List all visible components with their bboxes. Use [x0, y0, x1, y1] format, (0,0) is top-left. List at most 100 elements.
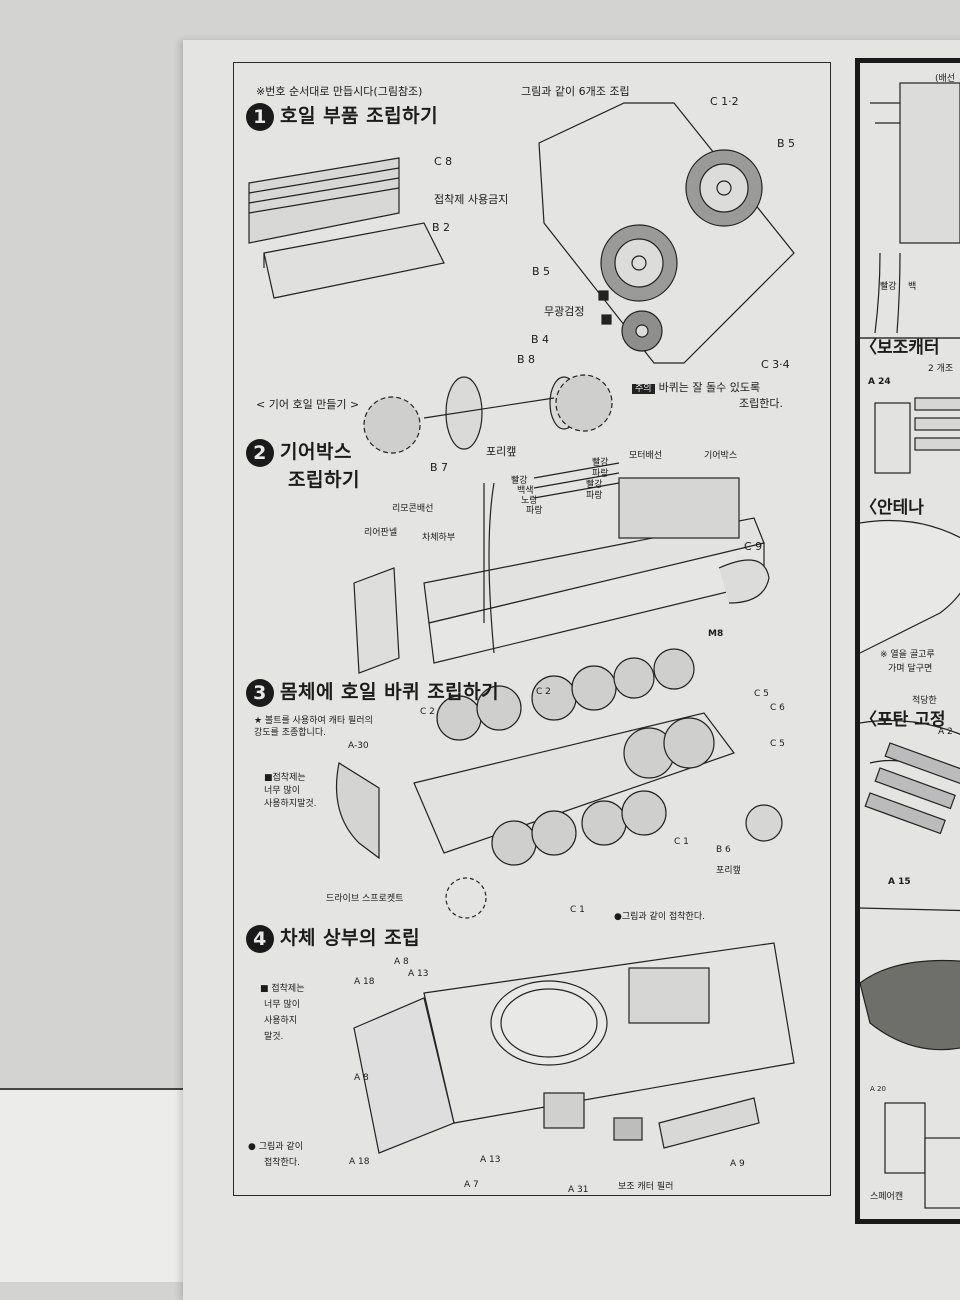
track-assembly-drawing — [336, 648, 783, 919]
wire-yellow: 노랑 — [521, 496, 538, 506]
assembly-steps-panel: ※번호 순서대로 만듭시다(그림참조) 1 호일 부품 조립하기 그림과 같이 6… — [233, 62, 831, 1196]
label-c6: C 6 — [770, 703, 785, 713]
step-2-heading: 2 기어박스 — [246, 437, 352, 467]
glue-note-4-line-2: 너무 많이 — [264, 1000, 300, 1010]
glue-note-4-line-1: ■ 접착제는 — [260, 984, 305, 994]
antenna-note-line-1: ※ 열을 골고루 — [880, 650, 935, 660]
label-motor-wire: 모터배선 — [629, 451, 663, 461]
step-4-title: 차체 상부의 조립 — [280, 927, 421, 949]
label-b5-bottom: B 5 — [532, 265, 551, 278]
step-1-title: 호일 부품 조립하기 — [280, 105, 439, 127]
label-a8-mid: A 8 — [354, 1073, 369, 1083]
glue-note-4-line-4: 말것. — [264, 1032, 284, 1042]
jerrycan-label: 스페어캔 — [870, 1192, 904, 1202]
bogie-drawing — [538, 102, 795, 364]
right-column-panel: (배선 빨강 백 〈보조캐터 2 개조 A 24 〈안테나 ※ 열을 골고루 가… — [855, 58, 960, 1224]
label-a8-top: A 8 — [394, 957, 409, 967]
step-4-heading: 4 차체 상부의 조립 — [246, 923, 420, 953]
label-remote-wire: 리모콘배선 — [392, 504, 434, 514]
label-c2-top: C 2 — [536, 687, 551, 697]
lower-hull-drawing — [353, 462, 770, 674]
label-a20: A 20 — [870, 1085, 886, 1093]
step-3-heading: 3 몸체에 호일 바퀴 조립하기 — [246, 677, 499, 707]
label-c5-top: C 5 — [754, 689, 769, 699]
label-c9: C 9 — [744, 540, 763, 553]
label-b7: B 7 — [430, 461, 449, 474]
label-c3-4: C 3·4 — [761, 358, 790, 371]
label-a31: A 31 — [568, 1185, 589, 1195]
step-1-heading: 1 호일 부품 조립하기 — [246, 101, 438, 131]
c8-part-drawing — [248, 157, 445, 299]
label-b8: B 8 — [517, 353, 536, 366]
label-c1-2: C 1·2 — [710, 95, 739, 108]
label-c1-bottom: C 1 — [570, 905, 585, 915]
label-polycap-3: 포리캪 — [716, 866, 741, 876]
label-a30: A-30 — [348, 741, 369, 751]
attach-note-3: ●그림과 같이 접착한다. — [614, 912, 705, 922]
label-b5-top: B 5 — [777, 137, 796, 150]
wiring-label: (배선 — [935, 74, 956, 84]
build-order-note: ※번호 순서대로 만듭시다(그림참조) — [256, 85, 423, 98]
label-a9: A 9 — [730, 1159, 745, 1169]
diagram-drawings — [248, 102, 795, 1154]
step-3-number: 3 — [246, 678, 274, 707]
label-b4: B 4 — [531, 333, 550, 346]
wire-blue-1: 파랑 — [592, 469, 609, 479]
label-a13-top: A 13 — [408, 969, 429, 979]
glue-note-3-line-2: 너무 많이 — [264, 786, 300, 796]
label-gearbox: 기어박스 — [704, 451, 738, 461]
antenna-note-line-3: 적당한 — [912, 696, 937, 706]
label-a2x: A 2 — [938, 727, 953, 737]
caution-badge: 주의 — [632, 384, 655, 394]
label-c8: C 8 — [434, 155, 453, 168]
shell-rack-title: 〈포탄 고정 — [860, 710, 946, 730]
label-rear-panel: 리어판넬 — [364, 528, 398, 538]
wire-white: 백색 — [517, 486, 534, 496]
step-2-title-line-2: 조립하기 — [288, 469, 360, 491]
attach-note-4-line-2: 접착한다. — [264, 1158, 300, 1168]
glue-note-4-line-3: 사용하지 — [264, 1016, 298, 1026]
antenna-title: 〈안테나 — [860, 498, 924, 518]
step-4-number: 4 — [246, 924, 274, 953]
wire-white-label: 백 — [908, 282, 917, 292]
label-spare-track: 보조 캐터 필러 — [618, 1182, 674, 1192]
step-3-title: 몸체에 호일 바퀴 조립하기 — [280, 681, 500, 703]
glue-note-3-line-3: 사용하지말것. — [264, 799, 317, 809]
right-column-drawings — [860, 82, 960, 1209]
label-a15: A 15 — [888, 877, 911, 887]
label-b6: B 6 — [716, 845, 731, 855]
step-1-number: 1 — [246, 102, 274, 131]
no-glue-note: 접착제 사용금지 — [434, 193, 509, 206]
label-m8: M8 — [708, 629, 724, 639]
wire-blue-3: 파랑 — [526, 506, 543, 516]
label-a7: A 7 — [464, 1180, 479, 1190]
bolt-note-line-1: ★ 볼트를 사용하여 캐타 필러의 — [254, 716, 373, 726]
glue-note-3-line-1: ■접착제는 — [264, 773, 306, 783]
step-2-title-line-1: 기어박스 — [280, 441, 352, 463]
label-drive-sprocket: 드라이브 스프로켓트 — [326, 894, 404, 904]
desk-surface — [0, 1088, 200, 1282]
step-2-number: 2 — [246, 438, 274, 467]
label-a18-top: A 18 — [354, 977, 375, 987]
label-a24: A 24 — [868, 377, 891, 387]
label-c5-bottom: C 5 — [770, 739, 785, 749]
wire-red-3: 빨강 — [511, 476, 528, 486]
caution-line-2: 조립한다. — [739, 397, 783, 410]
label-b2: B 2 — [432, 221, 451, 234]
spare-track-title: 〈보조캐터 — [860, 338, 940, 358]
label-polycap-1: 포리캪 — [486, 445, 517, 458]
upper-hull-drawing — [353, 942, 795, 1154]
gear-wheel-drawing — [363, 374, 613, 454]
label-c1-right: C 1 — [674, 837, 689, 847]
spare-track-note: 2 개조 — [928, 364, 954, 374]
label-lower-hull: 차체하부 — [422, 533, 456, 543]
gear-wheel-subtitle: < 기어 호일 만들기 > — [256, 398, 360, 411]
label-a13-bottom: A 13 — [480, 1155, 501, 1165]
caution-line-1: 바퀴는 잘 돌수 있도록 — [658, 381, 761, 394]
assemble-six-note: 그림과 같이 6개조 조립 — [521, 85, 630, 98]
bolt-note-line-2: 강도를 조종합니다. — [254, 728, 326, 738]
wire-red-2: 빨강 — [586, 480, 603, 490]
label-c2-left: C 2 — [420, 707, 435, 717]
antenna-note-line-2: 가며 달구면 — [888, 664, 933, 674]
